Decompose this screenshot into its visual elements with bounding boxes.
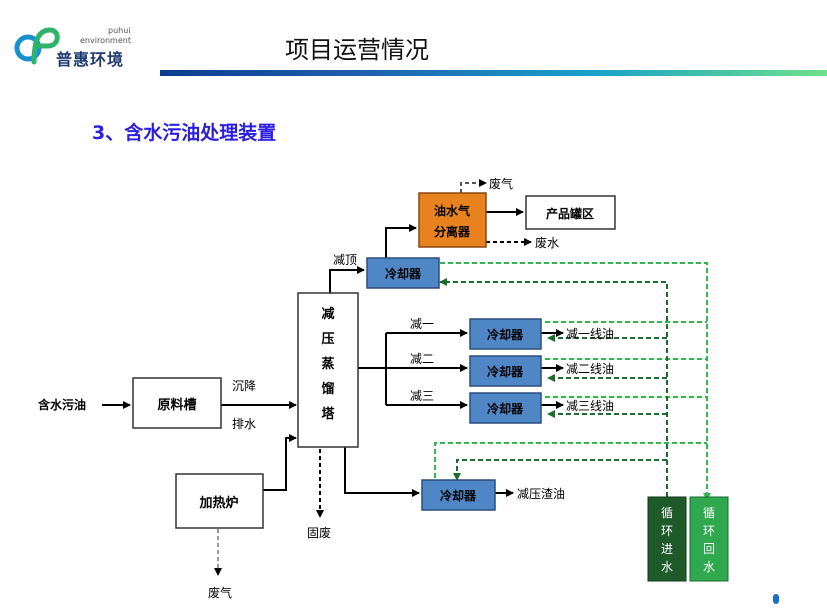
tower-label-3: 馏 (320, 381, 334, 397)
heater-label: 加热炉 (198, 495, 238, 511)
title-underline (160, 70, 827, 76)
cw-out-label-1: 环 (703, 524, 715, 538)
tower-label-4: 塔 (321, 406, 335, 422)
page-title: 项目运营情况 (285, 36, 429, 64)
out2-label: 减二线油 (566, 362, 614, 376)
jianding-label: 减顶 (333, 253, 357, 267)
raw-tank-node: 原料槽 (132, 377, 222, 429)
tower-label-2: 蒸 (321, 356, 334, 372)
logo-mark-icon (14, 27, 60, 65)
cooler-3-node: 冷却器 (469, 392, 542, 424)
separator-label-1: 分离器 (434, 224, 471, 239)
product-area-node: 产品罐区 (525, 195, 616, 230)
cw-out-label-0: 循 (703, 506, 715, 520)
separator-node: 油水气 分离器 (418, 192, 487, 248)
out-residue-label: 减压渣油 (517, 487, 565, 501)
waste-water-label: 废水 (535, 235, 559, 250)
logo-text-en-top: puhui (108, 26, 131, 35)
cooler-1-node: 冷却器 (469, 318, 542, 350)
jian1-label: 减一 (410, 317, 434, 331)
tower-label-0: 减 (321, 306, 334, 322)
cooling-water-out-node: 循 环 回 水 (689, 496, 729, 582)
paishui-label: 排水 (232, 417, 256, 431)
jian3-label: 减三 (410, 389, 434, 403)
separator-label-0: 油水气 (434, 203, 470, 218)
cw-in-label-1: 环 (661, 524, 673, 538)
heater-node: 加热炉 (175, 473, 264, 529)
jian2-label: 减二 (410, 352, 434, 366)
cooling-water-in-node: 循 环 进 水 (647, 496, 687, 582)
tower-node: 减 压 蒸 馏 塔 (297, 292, 359, 448)
logo-text-en-bottom: environment (80, 36, 131, 45)
out1-label: 减一线油 (566, 327, 614, 341)
cooler-2-node: 冷却器 (469, 355, 542, 387)
cooling-water-lines (434, 262, 711, 501)
waste-lines (214, 179, 532, 576)
process-lines (102, 208, 564, 497)
tower-label-1: 压 (321, 332, 334, 347)
cw-in-label-0: 循 (661, 506, 673, 520)
chenjiang-label: 沉降 (232, 379, 256, 393)
feed-label: 含水污油 (38, 397, 86, 412)
cw-out-label-3: 水 (703, 560, 715, 574)
cw-out-label-2: 回 (703, 542, 715, 556)
waste-gas-top-label: 废气 (489, 176, 513, 191)
cooler-bottom-label: 冷却器 (440, 488, 477, 503)
cooler-1-label: 冷却器 (487, 327, 524, 342)
raw-tank-label: 原料槽 (157, 397, 196, 413)
out3-label: 减三线油 (566, 399, 614, 413)
gufei-label: 固废 (307, 525, 331, 540)
waste-gas-bottom-label: 废气 (208, 585, 232, 600)
cooler-top-node: 冷却器 (366, 257, 440, 289)
logo-text-cn: 普惠环境 (56, 50, 125, 69)
cooler-2-label: 冷却器 (487, 364, 524, 379)
logo (12, 22, 142, 72)
section-title: 3、含水污油处理装置 (92, 122, 277, 144)
cw-in-label-3: 水 (661, 560, 673, 574)
cooler-bottom-node: 冷却器 (421, 479, 496, 511)
product-area-label: 产品罐区 (546, 206, 594, 221)
cooler-3-label: 冷却器 (487, 401, 524, 416)
edge-labels: 含水污油 废气 废水 减顶 减一 减二 减三 沉降 排水 固废 废气 减一线油 … (38, 176, 614, 600)
cooler-top-label: 冷却器 (385, 266, 422, 281)
cw-in-label-2: 进 (661, 542, 673, 556)
page-indicator (773, 594, 779, 604)
